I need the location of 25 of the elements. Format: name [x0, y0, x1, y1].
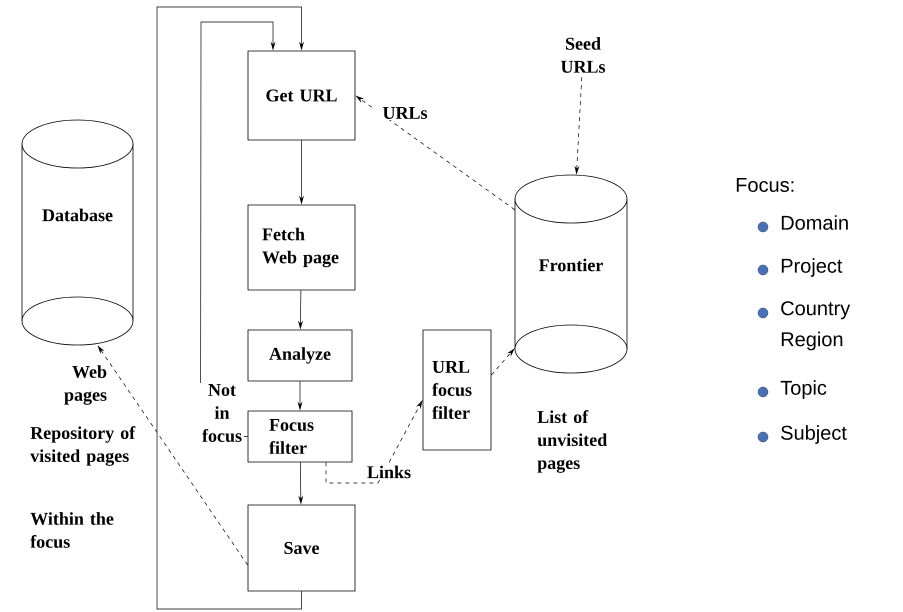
- list-item: Project: [782, 258, 842, 277]
- node-label: Frontier: [538, 258, 603, 272]
- process-box: Analyze: [248, 330, 352, 382]
- edge-label: Not in focus: [202, 384, 242, 442]
- caption-text: Repository of visited pages: [30, 426, 136, 466]
- edge-label: Links: [367, 466, 411, 478]
- node-label: Database: [42, 208, 113, 222]
- input-text: Seed URLs: [560, 37, 606, 73]
- storage-cylinder: Database: [22, 120, 134, 346]
- edge-label: Web pages: [64, 365, 107, 405]
- process-box: Focus filter: [248, 410, 352, 462]
- list-item: Subject: [781, 425, 847, 444]
- caption-text: Within the focus: [30, 512, 114, 548]
- edge-label: URLs: [382, 107, 428, 119]
- list-item: Country Region: [781, 301, 850, 350]
- process-box: Get URL: [248, 50, 356, 140]
- list-heading: Focus:: [736, 178, 794, 192]
- list-item: Domain: [782, 215, 848, 230]
- caption-text: List of unvisited pages: [537, 410, 608, 473]
- arrow: [156, 6, 304, 610]
- storage-cylinder: Frontier: [514, 174, 628, 374]
- process-box: Fetch Web page: [248, 204, 356, 290]
- process-box: Save: [248, 504, 356, 592]
- process-box: URL focus filter: [422, 330, 492, 450]
- list-item: Topic: [780, 380, 826, 399]
